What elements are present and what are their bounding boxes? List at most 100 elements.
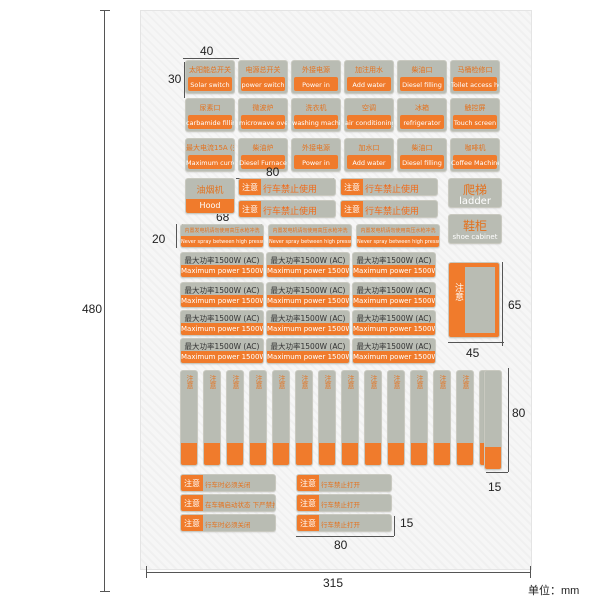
power-label-3-1: 最大功率1500W (AC)Maximum power 1500W	[352, 338, 436, 364]
bottom-right-text-1: 行车禁止打开	[321, 501, 360, 509]
row1-cn-5: 马桶检修口	[457, 66, 493, 74]
row3-en-0: Maximum current 15A(AC)	[186, 159, 234, 167]
bottom-right-label-1: 注意行车禁止打开	[296, 494, 392, 512]
spray-band-2	[357, 236, 439, 247]
bottom-left-label-0: 注意行车时必须关闭	[180, 474, 276, 492]
row2-cn-4: 冰箱	[415, 104, 429, 112]
dim-width-40: 40	[200, 44, 214, 58]
row3-cn-0: 最大电流15A (交流)	[186, 144, 234, 152]
power-en-3-0: Maximum power 1500W	[181, 353, 263, 361]
shoe-en: shoe cabinet	[452, 233, 498, 241]
notice-label-3: 注意行车禁止使用	[340, 200, 438, 218]
shoe-cn: 鞋柜	[462, 219, 487, 233]
vertical-strip-0: 注意	[180, 370, 198, 466]
spray-en-0: Never spray between high pressure water …	[181, 239, 263, 245]
row3-label-0: 最大电流15A (交流) Maximum current 15A(AC)	[185, 138, 235, 172]
row1-en-5: Toilet access hole	[451, 81, 499, 89]
power-en-3-mid: Maximum power 1500W	[267, 353, 349, 361]
dim-line-15v	[486, 472, 508, 473]
power-band-1-0	[181, 295, 263, 307]
row3-band-2	[294, 155, 338, 169]
power-cn-0-0: 最大功率1500W (AC)	[184, 256, 260, 265]
row2-band-4	[400, 115, 444, 129]
vertical-strip-11: 注意	[433, 370, 451, 466]
row1-en-3: Add water	[352, 81, 386, 89]
row2-band-1	[241, 115, 285, 129]
bottom-left-text-2: 行车时必须关闭	[205, 521, 251, 529]
spray-en-1: Never spray between high pressure water …	[269, 239, 351, 245]
row2-cn-0: 尿素口	[199, 104, 221, 112]
spray-label-1: 内置发电机请勿使用高压水枪冲洗 Never spray between high …	[268, 224, 352, 248]
vertical-head-12: 注意	[462, 375, 470, 389]
vertical-head-1: 注意	[209, 375, 217, 389]
power-cn-1-1: 最大功率1500W (AC)	[356, 286, 432, 295]
dim-vertical-width-15: 15	[488, 480, 502, 494]
dim-warning-width-45: 45	[466, 346, 480, 360]
power-label-2-1: 最大功率1500W (AC)Maximum power 1500W	[352, 310, 436, 336]
row1-en-4: Diesel filling	[402, 81, 442, 89]
power-band-3-mid	[267, 351, 349, 363]
dim-line-30	[184, 62, 185, 98]
spray-band-0	[181, 236, 263, 247]
power-label-0-mid: 最大功率1500W (AC)Maximum power 1500W	[266, 252, 350, 278]
dim-strip-height-20: 20	[152, 232, 166, 246]
vertical-head-0: 注意	[186, 375, 194, 389]
power-band-2-mid	[267, 323, 349, 335]
vertical-head-11: 注意	[439, 375, 447, 389]
power-cn-3-1: 最大功率1500W (AC)	[356, 342, 432, 351]
row3-cn-1: 柴油炉	[252, 144, 274, 152]
dim-line-80b	[296, 536, 394, 537]
notice-label-2: 注意行车禁止使用	[238, 200, 336, 218]
vertical-head-4: 注意	[278, 375, 286, 389]
power-cn-0-1: 最大功率1500W (AC)	[356, 256, 432, 265]
dim-tick-right	[530, 566, 531, 578]
power-label-1-mid: 最大功率1500W (AC)Maximum power 1500W	[266, 282, 350, 308]
power-en-1-0: Maximum power 1500W	[181, 297, 263, 305]
vertical-head-3: 注意	[255, 375, 263, 389]
spray-cn-1: 内置发电机请勿使用高压水枪冲洗	[272, 228, 348, 234]
power-en-0-0: Maximum power 1500W	[181, 267, 263, 275]
power-cn-3-0: 最大功率1500W (AC)	[184, 342, 260, 351]
ladder-en: ladder	[459, 196, 491, 207]
power-cn-2-1: 最大功率1500W (AC)	[356, 314, 432, 323]
row3-band-0	[188, 155, 232, 169]
row1-label-5: 马桶检修口 Toilet access hole	[450, 60, 500, 94]
dim-warning-height-65: 65	[508, 298, 522, 312]
vertical-head-10: 注意	[416, 375, 424, 389]
power-en-1-mid: Maximum power 1500W	[267, 297, 349, 305]
power-en-1-1: Maximum power 1500W	[353, 297, 435, 305]
row2-en-3: air conditioning	[345, 119, 393, 127]
dim-line-40	[183, 58, 239, 59]
notice-text-3: 行车禁止使用	[365, 207, 420, 217]
dim-tick-bottom	[100, 591, 110, 592]
spray-band-1	[269, 236, 351, 247]
vertical-strip-1: 注意	[203, 370, 221, 466]
row2-en-5: Touch screen	[453, 119, 497, 127]
row3-cn-5: 咖啡机	[464, 144, 486, 152]
notice-prefix-3: 注意	[341, 201, 363, 217]
row3-band-4	[400, 155, 444, 169]
row2-band-2	[294, 115, 338, 129]
row1-band-4	[400, 77, 444, 91]
shoe-cabinet-label: 鞋柜 shoe cabinet	[448, 214, 502, 244]
row1-band-1	[241, 77, 285, 91]
vertical-head-9: 注意	[393, 375, 401, 389]
power-band-3-0	[181, 351, 263, 363]
row3-band-1	[241, 155, 285, 169]
dim-line-80v	[508, 368, 509, 472]
row2-en-2: washing machine	[292, 119, 340, 127]
power-band-2-1	[353, 323, 435, 335]
vertical-band-large	[485, 447, 501, 469]
vertical-head-6: 注意	[324, 375, 332, 389]
bottom-left-prefix-1: 注意	[181, 495, 203, 511]
notice-label-0: 注意行车禁止使用	[238, 178, 336, 196]
power-label-1-0: 最大功率1500W (AC)Maximum power 1500W	[180, 282, 264, 308]
